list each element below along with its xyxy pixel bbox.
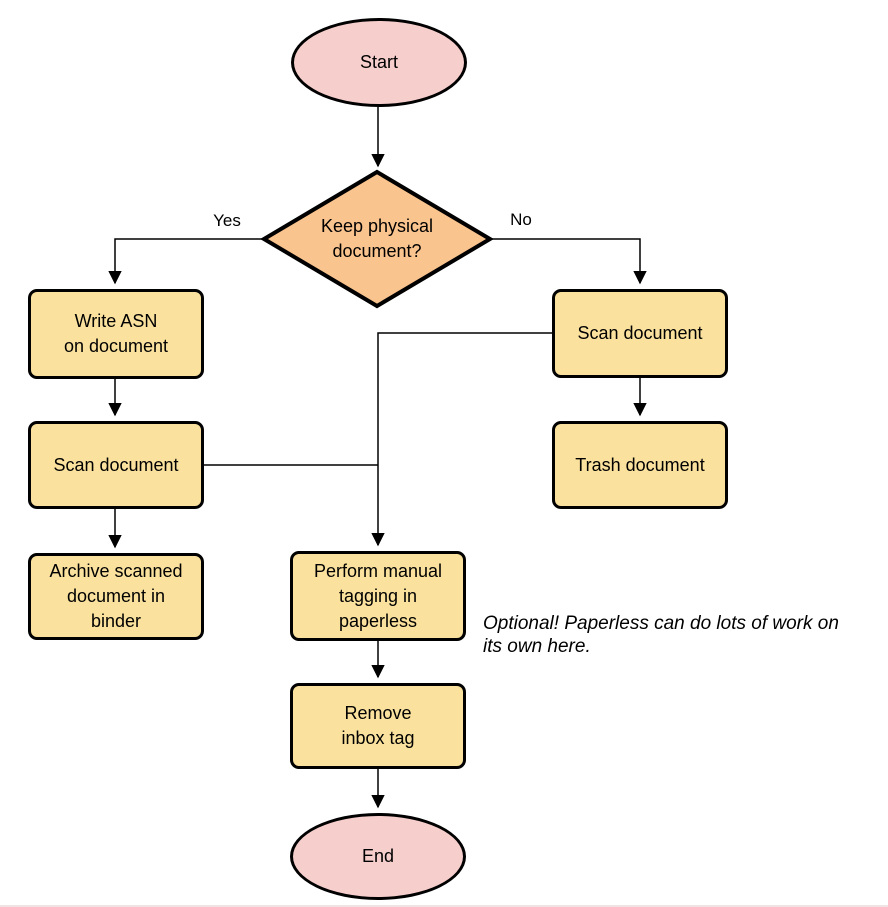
node-decision-keep-physical: Keep physical document?	[277, 209, 477, 269]
node-scan-document-left: Scan document	[28, 421, 204, 509]
node-scan-document-right-label: Scan document	[577, 323, 703, 343]
edge-label-yes: Yes	[213, 211, 241, 230]
node-end: End	[290, 813, 466, 900]
node-scan-document-right: Scan document	[552, 289, 728, 378]
node-archive-binder-label: Archive scanned document in binder	[49, 561, 183, 631]
edge-decision-yes-to-write-asn	[108, 238, 264, 285]
node-trash-document-label: Trash document	[575, 454, 705, 475]
node-write-asn: Write ASN on document	[28, 289, 204, 379]
node-remove-inbox-tag-label: Remove inbox tag	[341, 703, 415, 748]
decision-diamond-shape	[260, 169, 494, 309]
node-start-label: Start	[359, 52, 398, 72]
node-decision-label: Keep physical document?	[320, 216, 434, 261]
node-archive-binder: Archive scanned document in binder	[28, 553, 204, 640]
node-manual-tagging-label: Perform manual tagging in paperless	[313, 560, 443, 631]
node-trash-document: Trash document	[552, 421, 728, 509]
node-scan-document-left-label: Scan document	[53, 454, 179, 475]
annotation-note: Optional! Paperless can do lots of work …	[483, 613, 839, 657]
node-write-asn-label: Write ASN on document	[63, 311, 169, 356]
edge-label-no: No	[510, 210, 532, 229]
edge-scan-right-to-manual-tagging	[371, 332, 552, 547]
node-manual-tagging: Perform manual tagging in paperless	[290, 551, 466, 641]
bottom-edge-line	[0, 905, 888, 907]
edge-decision-no-to-scan-right	[490, 238, 647, 285]
node-end-label: End	[361, 846, 395, 866]
node-start: Start	[291, 18, 467, 107]
node-remove-inbox-tag: Remove inbox tag	[290, 683, 466, 769]
